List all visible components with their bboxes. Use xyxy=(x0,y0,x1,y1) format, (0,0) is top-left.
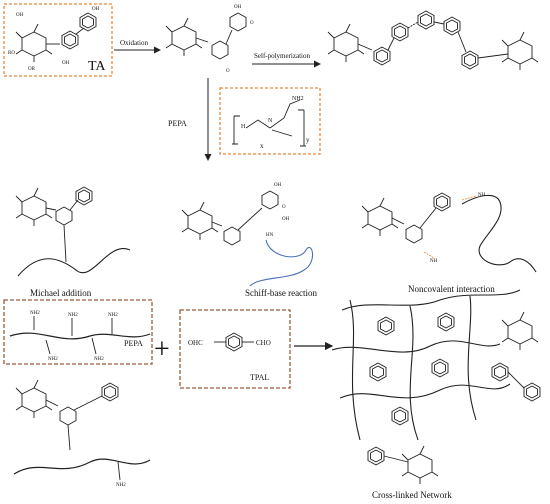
self-polymerization-label: Self-polymerization xyxy=(254,52,310,60)
schiff-o: O xyxy=(282,205,286,210)
pepa-n-label: N xyxy=(268,118,273,124)
pepa-x-label: x xyxy=(260,142,264,150)
pepa-nh2-5: NH2 xyxy=(94,357,104,362)
michael-addition-label: Michael addition xyxy=(30,288,92,298)
pepa-h-label: H xyxy=(241,124,246,130)
ta-or-label: OR xyxy=(28,67,36,72)
hbond-1 xyxy=(461,195,477,201)
tpal-structure: OHC CHO TPAL xyxy=(179,309,291,389)
pepa-chain-structure: NH2 NH2 NH2 NH2 NH2 PEPA xyxy=(3,299,153,365)
product-nh2: NH2 xyxy=(116,483,126,488)
noncov-nh-label: NH xyxy=(478,193,486,198)
crosslinked-network xyxy=(331,289,541,485)
michael-polymer-chain xyxy=(17,247,131,277)
michael-addition-structure xyxy=(15,186,131,277)
tpal-label: TPAL xyxy=(250,373,269,382)
tpal-box xyxy=(179,309,291,389)
ta-oh-label: OH xyxy=(62,61,70,66)
ta-label: TA xyxy=(88,59,106,74)
noncov-nh-2: NH xyxy=(430,259,438,264)
hbond-2 xyxy=(423,251,435,259)
quinone-o-1: O xyxy=(226,69,230,74)
ta-ro-label: RO xyxy=(8,51,15,56)
pepa-nh2-1: NH2 xyxy=(30,311,40,316)
pepa-y-label: y xyxy=(306,136,310,144)
pepa-ta-product: NH2 xyxy=(13,379,151,488)
schiff-base-structure: OH O OH HN xyxy=(181,183,314,287)
quinone-oh: OH xyxy=(234,5,242,10)
tpal-ohc: OHC xyxy=(188,339,203,347)
noncovalent-structure: NH NH xyxy=(361,192,537,273)
ta-structure: OH RO OR OH OH TA xyxy=(3,3,113,77)
quinone-o-2: O xyxy=(250,21,254,26)
schiff-hn: HN xyxy=(266,233,274,238)
network-label: Cross-linked Network xyxy=(372,490,452,500)
noncovalent-label: Noncovalent interaction xyxy=(408,284,495,294)
pepa-reagent-structure: H N NH2 x y xyxy=(219,87,321,155)
pepa-nh2-label: NH2 xyxy=(292,96,304,102)
pepa-box xyxy=(3,299,153,365)
pepa-box-label: PEPA xyxy=(124,339,143,348)
schiff-blue-chain xyxy=(249,239,314,287)
self-polymer-structure xyxy=(327,10,539,71)
pepa-nh2-2: NH2 xyxy=(68,313,78,318)
pepa-reagent-box xyxy=(219,87,321,155)
oxidized-ta-structure: O O OH xyxy=(165,5,254,74)
plus-sign: + xyxy=(154,334,170,365)
oxidation-label: Oxidation xyxy=(120,39,148,47)
tpal-cho: CHO xyxy=(256,339,271,347)
schiff-oh: OH xyxy=(274,183,282,188)
ta-oh-top-label: OH xyxy=(92,7,100,12)
pepa-nh2-4: NH2 xyxy=(48,357,58,362)
noncovalent-chain xyxy=(461,194,537,273)
ta-ho-label: OH xyxy=(16,13,24,18)
pepa-backbone xyxy=(9,332,151,340)
pepa-nh2-3: NH2 xyxy=(108,313,118,318)
schiff-oh-2: OH xyxy=(282,217,290,222)
schiff-base-label: Schiff-base reaction xyxy=(245,288,318,298)
pepa-reagent-label: PEPA xyxy=(168,119,187,128)
product-backbone xyxy=(13,458,151,475)
